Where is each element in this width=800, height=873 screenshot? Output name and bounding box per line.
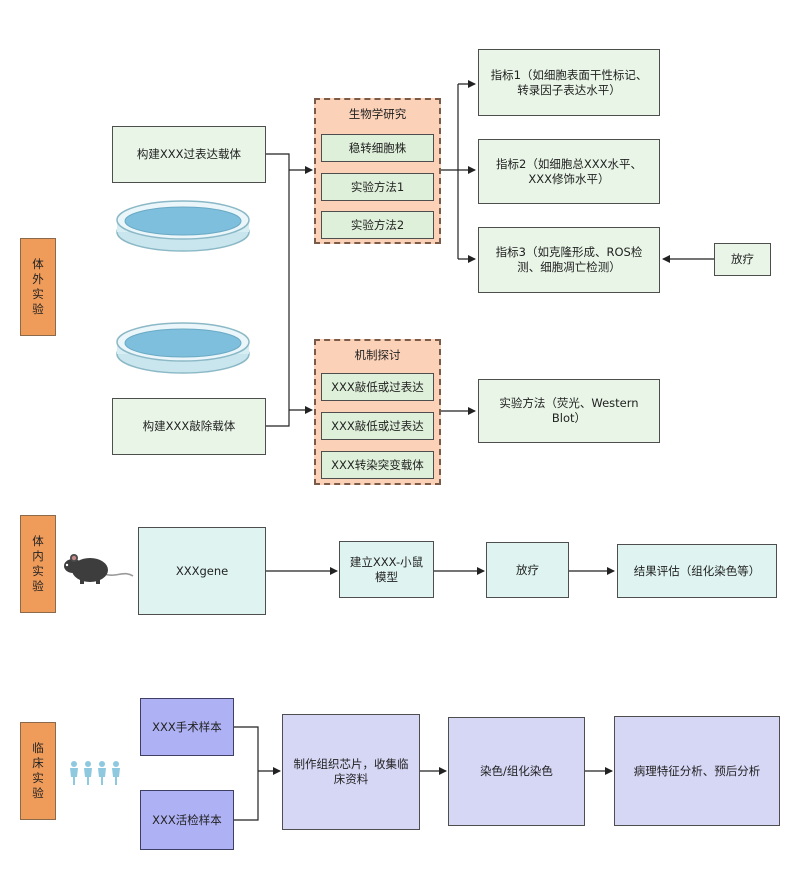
tissue-chip-box: 制作组织芯片，收集临床资料 — [282, 714, 420, 830]
radiotherapy-box: 放疗 — [714, 243, 771, 276]
analysis-box: 病理特征分析、预后分析 — [614, 716, 780, 826]
mouse-icon — [64, 554, 134, 584]
petri-dish-icon — [116, 200, 250, 252]
mechanism-item: XXX敲低或过表达 — [321, 412, 434, 440]
gene-box: XXXgene — [138, 527, 266, 615]
biology-item: 实验方法2 — [321, 211, 434, 239]
methods-box: 实验方法（荧光、Western Blot） — [478, 379, 660, 443]
mechanism-item: XXX敲低或过表达 — [321, 373, 434, 401]
group-title: 生物学研究 — [348, 107, 407, 121]
group-title: 机制探讨 — [354, 348, 401, 362]
indicator-3-box: 指标3（如克隆形成、ROS检测、细胞凋亡检测） — [478, 227, 660, 293]
sample-bus-line — [234, 726, 259, 821]
biology-item: 稳转细胞株 — [321, 134, 434, 162]
section-tag-in-vivo: 体内实验 — [20, 515, 56, 613]
biopsy-sample-box: XXX活检样本 — [140, 790, 234, 850]
petri-dish-icon — [116, 322, 250, 374]
section-tag-clinical: 临床实验 — [20, 722, 56, 820]
indicator-2-box: 指标2（如细胞总XXX水平、XXX修饰水平） — [478, 139, 660, 204]
vivo-radiotherapy-box: 放疗 — [486, 542, 569, 598]
surgical-sample-box: XXX手术样本 — [140, 698, 234, 756]
indicator-1-box: 指标1（如细胞表面干性标记、转录因子表达水平） — [478, 49, 660, 116]
construct-knockout-box: 构建XXX敲除载体 — [112, 398, 266, 455]
section-tag-in-vitro: 体外实验 — [20, 238, 56, 336]
mechanism-item: XXX转染突变载体 — [321, 451, 434, 479]
staining-box: 染色/组化染色 — [448, 717, 585, 826]
mouse-model-box: 建立XXX-小鼠模型 — [339, 541, 434, 598]
people-icon — [70, 761, 120, 785]
biology-item: 实验方法1 — [321, 173, 434, 201]
mechanism-group: 机制探讨 XXX敲低或过表达 XXX敲低或过表达 XXX转染突变载体 — [314, 339, 441, 485]
construct-overexpression-box: 构建XXX过表达载体 — [112, 126, 266, 183]
construct-bus-line — [266, 153, 290, 427]
biology-research-group: 生物学研究 稳转细胞株 实验方法1 实验方法2 — [314, 98, 441, 244]
evaluation-box: 结果评估（组化染色等） — [617, 544, 777, 598]
